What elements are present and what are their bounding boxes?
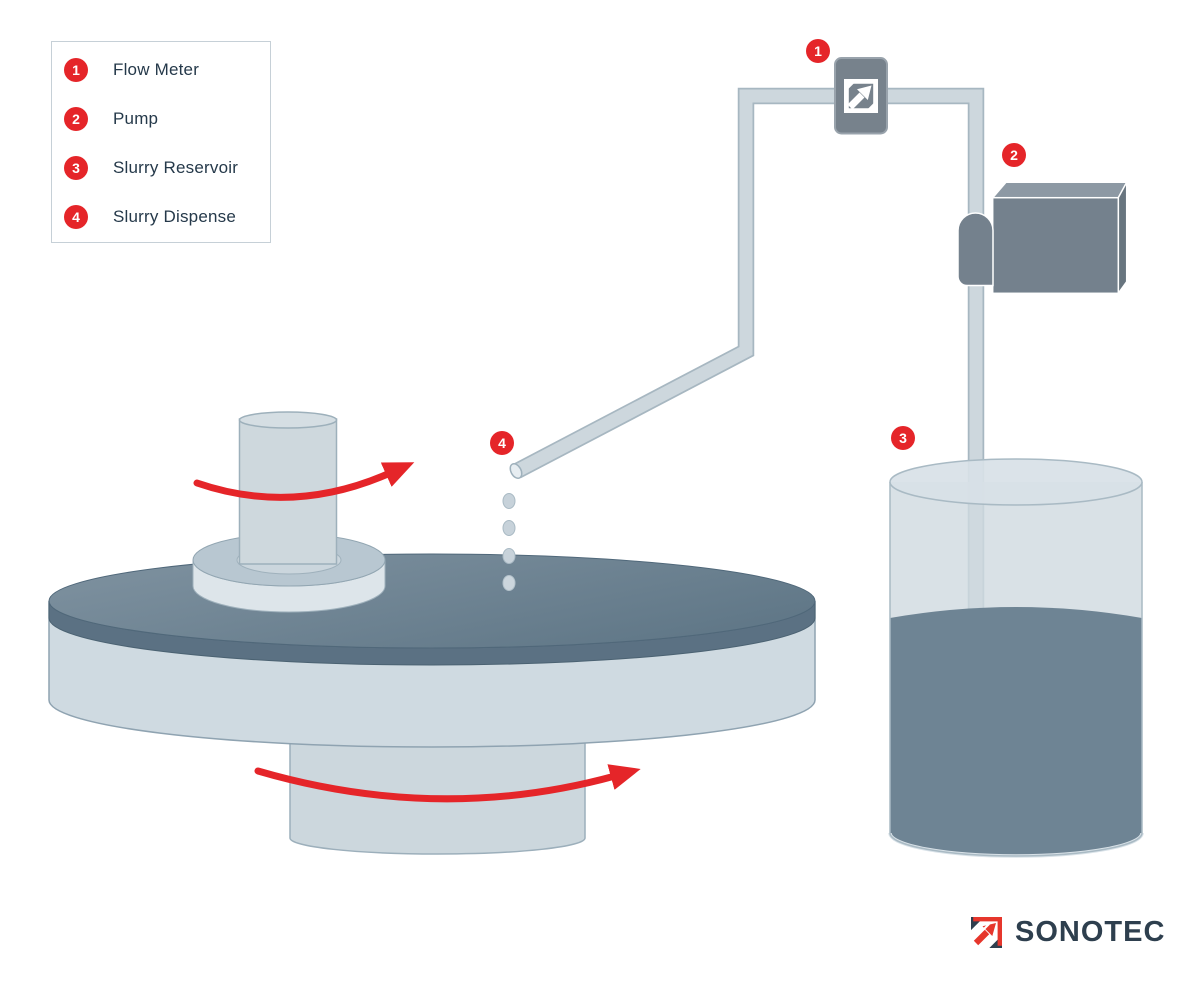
legend-box: 1 Flow Meter 2 Pump 3 Slurry Reservoir 4… <box>51 41 271 243</box>
pump <box>957 181 1128 296</box>
sonotec-logo-icon <box>971 917 1002 948</box>
droplet <box>502 548 516 564</box>
legend-label-1: Flow Meter <box>113 59 200 79</box>
flow-meter-icon <box>842 77 880 115</box>
legend-badge-2: 2 <box>64 106 88 131</box>
carrier-rotation-arrow <box>193 462 415 501</box>
droplet <box>502 520 516 536</box>
legend-badge-1: 1 <box>64 57 88 82</box>
tank-outline <box>889 482 1143 857</box>
sonotec-logo: SONOTEC <box>971 916 1165 949</box>
legend-item-slurry-reservoir: 3 Slurry Reservoir <box>52 143 270 192</box>
polishing-platen <box>48 411 816 855</box>
droplet <box>502 493 516 509</box>
pump-top-face <box>991 181 1128 199</box>
legend-item-pump: 2 Pump <box>52 94 270 143</box>
platen-rotation-arrow <box>254 764 641 803</box>
svg-text:4: 4 <box>498 435 506 451</box>
svg-text:3: 3 <box>899 430 907 446</box>
diagram-badges: 1 2 3 4 <box>490 39 1026 455</box>
tank-top <box>889 458 1143 506</box>
legend-item-flow-meter: 1 Flow Meter <box>52 45 270 94</box>
wafer-carrier <box>192 411 415 613</box>
svg-text:2: 2 <box>1010 147 1018 163</box>
pump-pipe-clamp <box>957 212 994 287</box>
dispense-nozzle-opening <box>509 462 523 480</box>
badge-slurry-reservoir: 3 <box>891 426 915 450</box>
carrier-shaft-top <box>238 411 338 429</box>
slurry-reservoir <box>888 458 1144 858</box>
svg-text:1: 1 <box>814 43 822 59</box>
slurry-droplets <box>502 493 516 591</box>
sonotec-logo-text: SONOTEC <box>1015 916 1166 948</box>
pump-front-face <box>991 196 1120 295</box>
legend-badge-4: 4 <box>64 204 88 229</box>
badge-flow-meter: 1 <box>806 39 830 63</box>
droplet <box>502 575 516 591</box>
legend-label-3: Slurry Reservoir <box>113 157 239 177</box>
legend-label-2: Pump <box>113 108 159 128</box>
legend-label-4: Slurry Dispense <box>113 206 236 226</box>
slurry-liquid <box>890 607 1142 856</box>
badge-slurry-dispense: 4 <box>490 431 514 455</box>
legend-badge-3: 3 <box>64 155 88 180</box>
flow-meter <box>834 57 888 135</box>
legend-item-slurry-dispense: 4 Slurry Dispense <box>52 192 270 241</box>
polishing-pad-top <box>48 553 816 649</box>
pump-side-face <box>1117 181 1128 296</box>
badge-pump: 2 <box>1002 143 1026 167</box>
